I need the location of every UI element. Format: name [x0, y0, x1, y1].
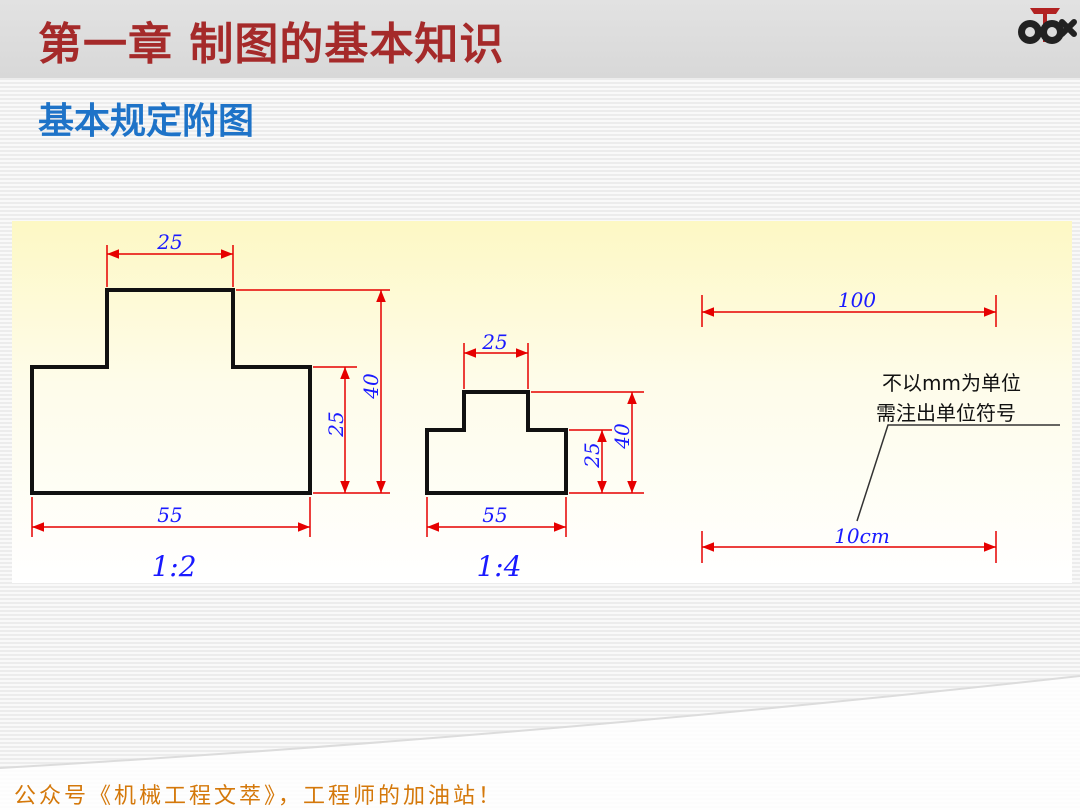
note-line-2: 需注出单位符号: [876, 401, 1016, 425]
section-subtitle: 基本规定附图: [38, 101, 255, 142]
dim-100: 100: [838, 288, 876, 312]
dim-10cm: 10cm: [834, 524, 890, 548]
scale-small: 1:4: [476, 550, 521, 583]
dim-small-inner: 25: [580, 442, 604, 468]
dim-large-top: 25: [156, 230, 182, 254]
dim-small-bottom: 55: [482, 503, 507, 527]
chapter-title: 第一章 制图的基本知识: [38, 19, 505, 70]
title-bar: 第一章 制图的基本知识: [0, 0, 1080, 78]
leader-line: [856, 424, 1060, 522]
note-line-1: 不以mm为单位: [882, 371, 1021, 395]
figure-large: 25 25 40 55 1:2: [30, 230, 390, 583]
technical-drawing: 25 25 40 55 1:2 25 25: [12, 221, 1072, 583]
dim-small-top: 25: [481, 330, 507, 354]
dim-large-inner: 25: [324, 411, 348, 437]
figure-small: 25 25 40 55 1:4: [425, 330, 644, 583]
drawing-canvas: 25 25 40 55 1:2 25 25: [30, 230, 1060, 583]
dim-small-outer: 40: [610, 423, 634, 450]
scale-large: 1:2: [151, 550, 196, 583]
units-demo: 100 10cm 不以mm为单位 需注出单位符号: [701, 288, 1060, 563]
dim-large-bottom: 55: [157, 503, 182, 527]
footer-swoosh: [0, 675, 1080, 810]
outline-small: [425, 390, 568, 495]
dim-large-outer: 40: [359, 373, 383, 400]
outline-large: [30, 288, 312, 495]
gear-wrench-logo-icon: [1018, 8, 1077, 44]
footer-text: 公众号《机械工程文萃》，工程师的加油站！: [14, 784, 504, 809]
